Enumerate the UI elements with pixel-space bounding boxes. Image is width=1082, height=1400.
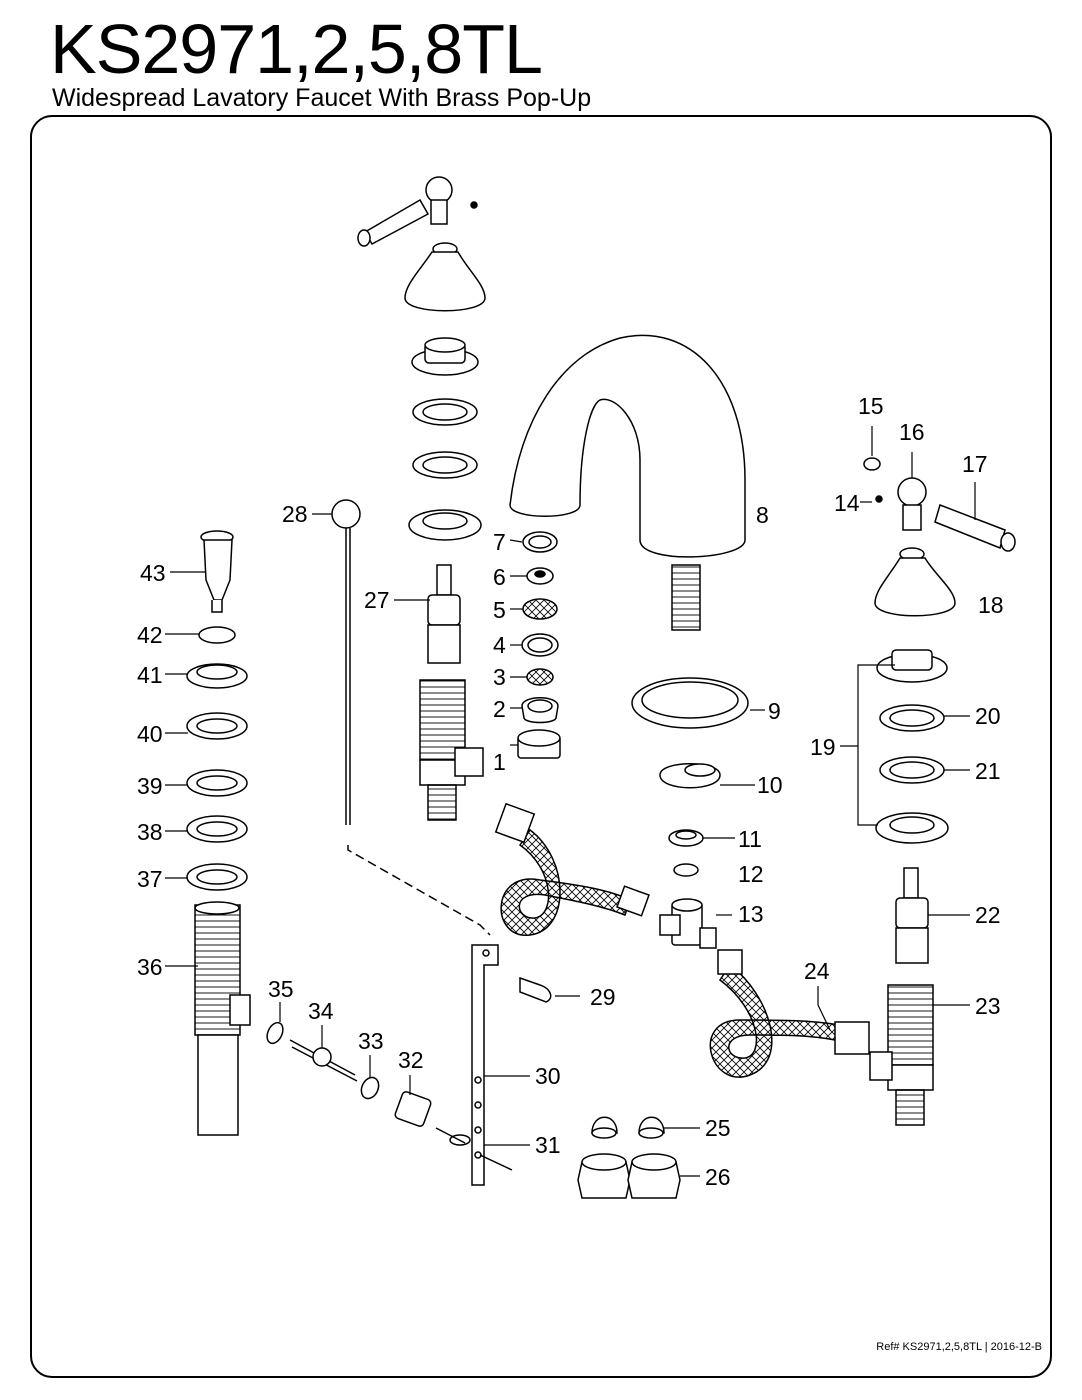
diagram-frame <box>30 115 1052 1378</box>
left-valve-cartridge-illustration <box>427 564 461 664</box>
right-cap-illustration <box>874 547 956 617</box>
product-description: Widespread Lavatory Faucet With Brass Po… <box>52 84 592 112</box>
callout-24: 24 <box>804 958 830 984</box>
tee-connector-illustration <box>659 898 717 949</box>
callout-33: 33 <box>358 1028 384 1054</box>
callout-38: 38 <box>137 819 163 845</box>
callout-17: 17 <box>962 451 988 477</box>
callout-1: 1 <box>493 749 506 775</box>
right-valve-cartridge-illustration <box>895 867 929 964</box>
callout-29: 29 <box>590 984 616 1010</box>
callout-19: 19 <box>810 734 836 760</box>
callout-8: 8 <box>756 502 769 528</box>
callout-31: 31 <box>535 1132 561 1158</box>
callout-25: 25 <box>705 1115 731 1141</box>
callout-3: 3 <box>493 664 506 690</box>
callout-36: 36 <box>137 954 163 980</box>
callout-9: 9 <box>768 698 781 724</box>
aerator-parts-illustration <box>517 531 561 759</box>
callout-22: 22 <box>975 902 1001 928</box>
callout-23: 23 <box>975 993 1001 1019</box>
callout-26: 26 <box>705 1164 731 1190</box>
callout-7: 7 <box>493 529 506 555</box>
callout-39: 39 <box>137 773 163 799</box>
drain-flange-illustration <box>186 626 248 891</box>
callout-10: 10 <box>757 772 783 798</box>
left-flange-illustration <box>408 337 482 541</box>
callout-32: 32 <box>398 1047 424 1073</box>
callout-27: 27 <box>364 587 390 613</box>
callout-37: 37 <box>137 866 163 892</box>
model-title: KS2971,2,5,8TL <box>50 10 543 88</box>
callout-14: 14 <box>834 490 860 516</box>
left-supply-hose-illustration <box>494 802 650 936</box>
reference-code: Ref# KS2971,2,5,8TL | 2016-12-B <box>876 1341 1042 1353</box>
drain-body-illustration <box>194 901 251 1136</box>
callout-41: 41 <box>137 662 163 688</box>
popup-rod-illustration <box>331 499 491 936</box>
callout-28: 28 <box>282 501 308 527</box>
pivot-rod-assembly-illustration <box>266 1021 466 1144</box>
callout-21: 21 <box>975 758 1001 784</box>
left-handle-illustration <box>357 176 478 247</box>
drain-stopper-illustration <box>200 530 234 613</box>
callout-35: 35 <box>268 976 294 1002</box>
leader-lines <box>165 426 976 1177</box>
spout-gasket-illustration <box>631 677 749 877</box>
callout-labels: 1 2 3 4 5 6 7 8 9 10 11 12 13 14 15 16 1… <box>137 393 1004 1190</box>
compression-fittings-illustration <box>577 1116 681 1199</box>
right-flange-illustration <box>875 649 949 844</box>
callout-5: 5 <box>493 597 506 623</box>
callout-6: 6 <box>493 564 506 590</box>
callout-43: 43 <box>140 560 166 586</box>
callout-18: 18 <box>978 592 1004 618</box>
callout-4: 4 <box>493 632 506 658</box>
callout-34: 34 <box>308 998 334 1024</box>
callout-15: 15 <box>858 393 884 419</box>
left-cap-illustration <box>404 242 486 312</box>
callout-16: 16 <box>899 419 925 445</box>
callout-20: 20 <box>975 703 1001 729</box>
extension-strap-illustration <box>449 944 552 1186</box>
callout-2: 2 <box>493 696 506 722</box>
callout-12: 12 <box>738 861 764 887</box>
callout-42: 42 <box>137 622 163 648</box>
right-supply-hose-illustration <box>709 949 870 1078</box>
spout-illustration <box>509 334 746 631</box>
left-valve-body-illustration <box>419 679 484 821</box>
callout-13: 13 <box>738 901 764 927</box>
callout-11: 11 <box>738 826 762 852</box>
callout-40: 40 <box>137 721 163 747</box>
callout-30: 30 <box>535 1063 561 1089</box>
right-valve-body-illustration <box>869 984 934 1126</box>
right-handle-illustration <box>863 457 1016 552</box>
